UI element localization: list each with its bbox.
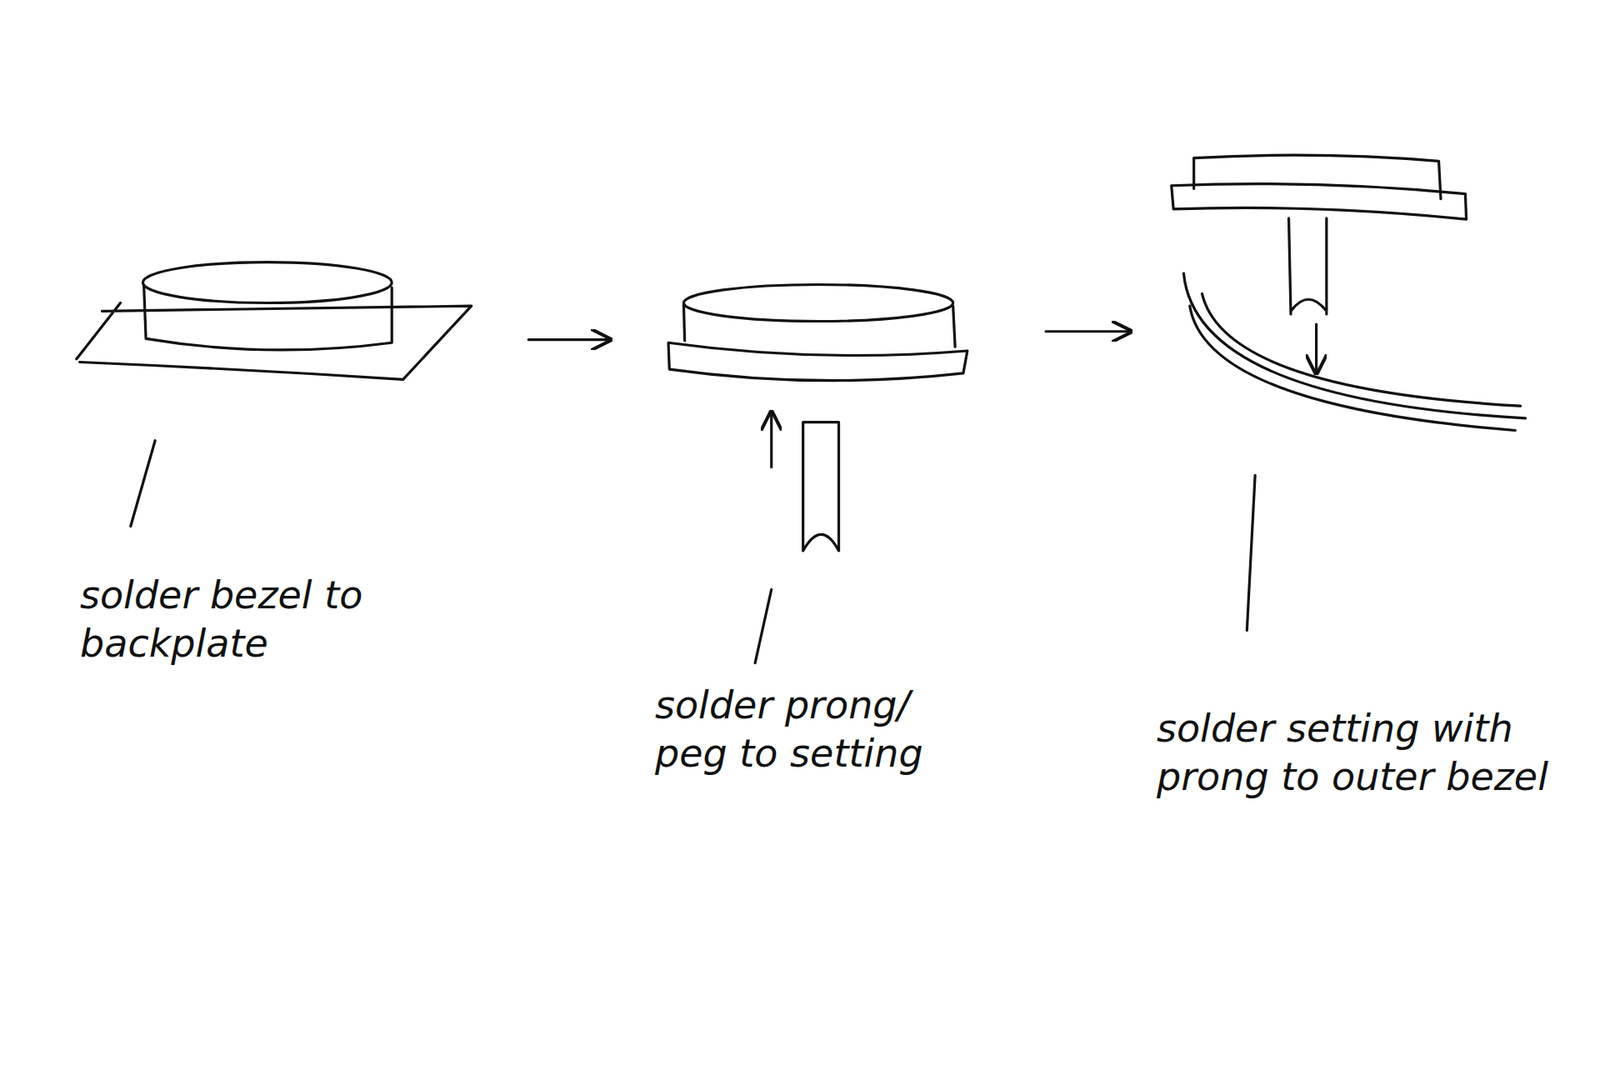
step-caption: solder prong/ peg to setting (655, 681, 989, 778)
setting-flange (1171, 184, 1467, 220)
step-caption: solder setting with prong to outer bezel (1156, 705, 1574, 801)
setting-top (683, 284, 953, 321)
setting-into-outer-bezel (1171, 155, 1526, 430)
bezel-on-backplate (76, 262, 472, 380)
setting-flange (668, 342, 968, 380)
up-arrow (770, 411, 773, 467)
down-arrow (1315, 324, 1318, 374)
bezel-top (142, 262, 392, 304)
leader-line (1246, 475, 1255, 630)
leader-line (130, 440, 155, 527)
setting-wall (683, 304, 955, 347)
step-caption: solder bezel to backplate (80, 571, 447, 668)
prong (1289, 218, 1327, 315)
step-arrow (528, 338, 610, 341)
setting-with-peg (668, 284, 968, 550)
step-arrow (1045, 330, 1131, 333)
peg (803, 422, 840, 551)
leader-line (755, 589, 772, 663)
backplate (76, 303, 472, 380)
bezel-wall (144, 285, 393, 350)
setting-body (1194, 155, 1441, 199)
outer-bezel (1183, 273, 1525, 430)
